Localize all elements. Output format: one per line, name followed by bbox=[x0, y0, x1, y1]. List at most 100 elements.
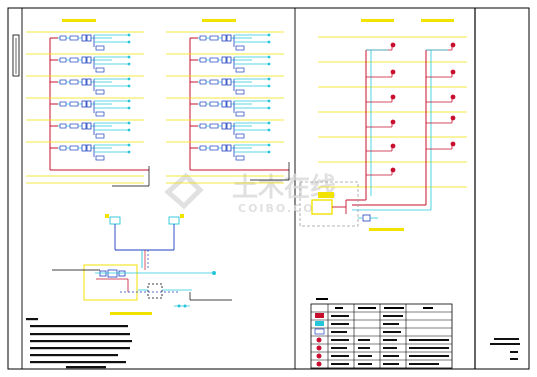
sprinkler-head-icon bbox=[267, 62, 271, 66]
valve-manifold-icon bbox=[86, 100, 92, 108]
valve-manifold-icon bbox=[221, 34, 227, 42]
valve-manifold-icon bbox=[235, 45, 245, 51]
title-text-bar bbox=[494, 338, 519, 340]
legend-symbol-meter bbox=[314, 328, 325, 335]
tank-outline bbox=[83, 264, 138, 301]
sprinkler-head-icon bbox=[267, 128, 271, 132]
riser-system bbox=[26, 19, 149, 184]
meter-icon bbox=[59, 101, 67, 107]
meter-icon bbox=[69, 145, 79, 151]
note-text-bar bbox=[26, 318, 38, 321]
legend-text-bar bbox=[383, 323, 399, 325]
legend-text-bar bbox=[331, 355, 349, 357]
system-title-bar bbox=[421, 19, 454, 22]
note-text-bar bbox=[30, 361, 126, 364]
meter-icon bbox=[59, 123, 67, 129]
meter-icon bbox=[199, 123, 207, 129]
sprinkler-head-icon bbox=[390, 94, 396, 100]
legend-symbol-pipe bbox=[315, 313, 324, 318]
sprinkler-head-icon bbox=[127, 62, 131, 66]
sprinkler-head-icon bbox=[450, 94, 456, 100]
legend-text-bar bbox=[409, 355, 449, 357]
riser-system bbox=[166, 19, 289, 184]
sprinkler-head-icon bbox=[127, 84, 131, 88]
meter-icon bbox=[209, 145, 219, 151]
sprinkler-head-icon bbox=[267, 84, 271, 88]
legend-text-bar bbox=[358, 347, 370, 349]
legend-header-label bbox=[423, 307, 433, 309]
title-text-bar bbox=[490, 343, 520, 345]
meter-icon bbox=[118, 270, 126, 277]
note-text-bar bbox=[66, 366, 106, 369]
sprinkler-head-icon bbox=[450, 141, 456, 147]
meter-icon bbox=[209, 101, 219, 107]
sprinkler-head-icon bbox=[390, 69, 396, 75]
sprinkler-head-icon bbox=[390, 143, 396, 149]
legend-text-bar bbox=[331, 331, 347, 333]
marker-square bbox=[180, 214, 184, 218]
marker-square bbox=[105, 214, 109, 218]
legend-text-bar bbox=[358, 339, 370, 341]
sprinkler-head-icon bbox=[127, 150, 131, 154]
legend-text-bar bbox=[331, 339, 349, 341]
meter-icon bbox=[209, 35, 219, 41]
valve-manifold-icon bbox=[81, 100, 87, 108]
legend-text-bar bbox=[383, 331, 401, 333]
meter-icon bbox=[209, 57, 219, 63]
valve-manifold-icon bbox=[226, 144, 232, 152]
valve-manifold-icon bbox=[95, 133, 105, 139]
valve-manifold-icon bbox=[109, 216, 121, 225]
sprinkler-head-icon bbox=[450, 115, 456, 121]
sprinkler-head-icon bbox=[267, 143, 271, 147]
binding-strip bbox=[12, 34, 20, 77]
note-text-bar bbox=[30, 325, 128, 328]
sprinkler-head-icon bbox=[127, 128, 131, 132]
sprinkler-head-icon bbox=[267, 33, 271, 37]
legend-text-bar bbox=[383, 339, 397, 341]
meter-icon bbox=[69, 101, 79, 107]
sprinkler-head-icon bbox=[127, 106, 131, 110]
valve-manifold-icon bbox=[86, 78, 92, 86]
system-title-bar bbox=[369, 228, 404, 231]
watermark-logo-icon bbox=[164, 172, 204, 210]
valve-manifold-icon bbox=[95, 111, 105, 117]
meter-icon bbox=[69, 35, 79, 41]
sprinkler-head-icon bbox=[390, 167, 396, 173]
equipment-dashed-box bbox=[299, 181, 359, 227]
meter-icon bbox=[69, 79, 79, 85]
watermark-text-en: COIBO.COM bbox=[238, 202, 328, 215]
sprinkler-head-icon bbox=[127, 143, 131, 147]
valve-manifold-icon bbox=[226, 122, 232, 130]
inner-border bbox=[21, 7, 530, 370]
meter-icon bbox=[69, 123, 79, 129]
sprinkler-head-icon bbox=[127, 40, 131, 44]
legend-text-bar bbox=[409, 339, 449, 341]
valve-manifold-icon bbox=[221, 56, 227, 64]
sprinkler-head-icon bbox=[450, 42, 456, 48]
sprinkler-head-icon bbox=[127, 99, 131, 103]
valve-manifold-icon bbox=[95, 89, 105, 95]
meter-icon bbox=[199, 79, 207, 85]
valve-manifold-icon bbox=[226, 34, 232, 42]
sprinkler-head-icon bbox=[212, 271, 216, 275]
valve-manifold-icon bbox=[86, 56, 92, 64]
legend-text-bar bbox=[383, 363, 399, 365]
legend-text-bar bbox=[331, 315, 349, 317]
valve-manifold-icon bbox=[221, 122, 227, 130]
note-text-bar bbox=[30, 347, 130, 350]
sprinkler-head-icon bbox=[267, 99, 271, 103]
sprinkler-head-icon bbox=[450, 69, 456, 75]
system-title-bar bbox=[202, 19, 236, 22]
sprinkler-head-icon bbox=[267, 40, 271, 44]
valve-manifold-icon bbox=[81, 56, 87, 64]
legend-text-bar bbox=[383, 355, 399, 357]
sprinkler-head-icon bbox=[267, 77, 271, 81]
meter-icon bbox=[99, 270, 107, 277]
system-title-bar bbox=[361, 19, 394, 22]
legend-symbol-sprinkler bbox=[316, 337, 322, 343]
sprinkler-head-icon bbox=[127, 77, 131, 81]
valve-manifold-icon bbox=[86, 144, 92, 152]
sprinkler-head-icon bbox=[267, 121, 271, 125]
meter-icon bbox=[59, 79, 67, 85]
